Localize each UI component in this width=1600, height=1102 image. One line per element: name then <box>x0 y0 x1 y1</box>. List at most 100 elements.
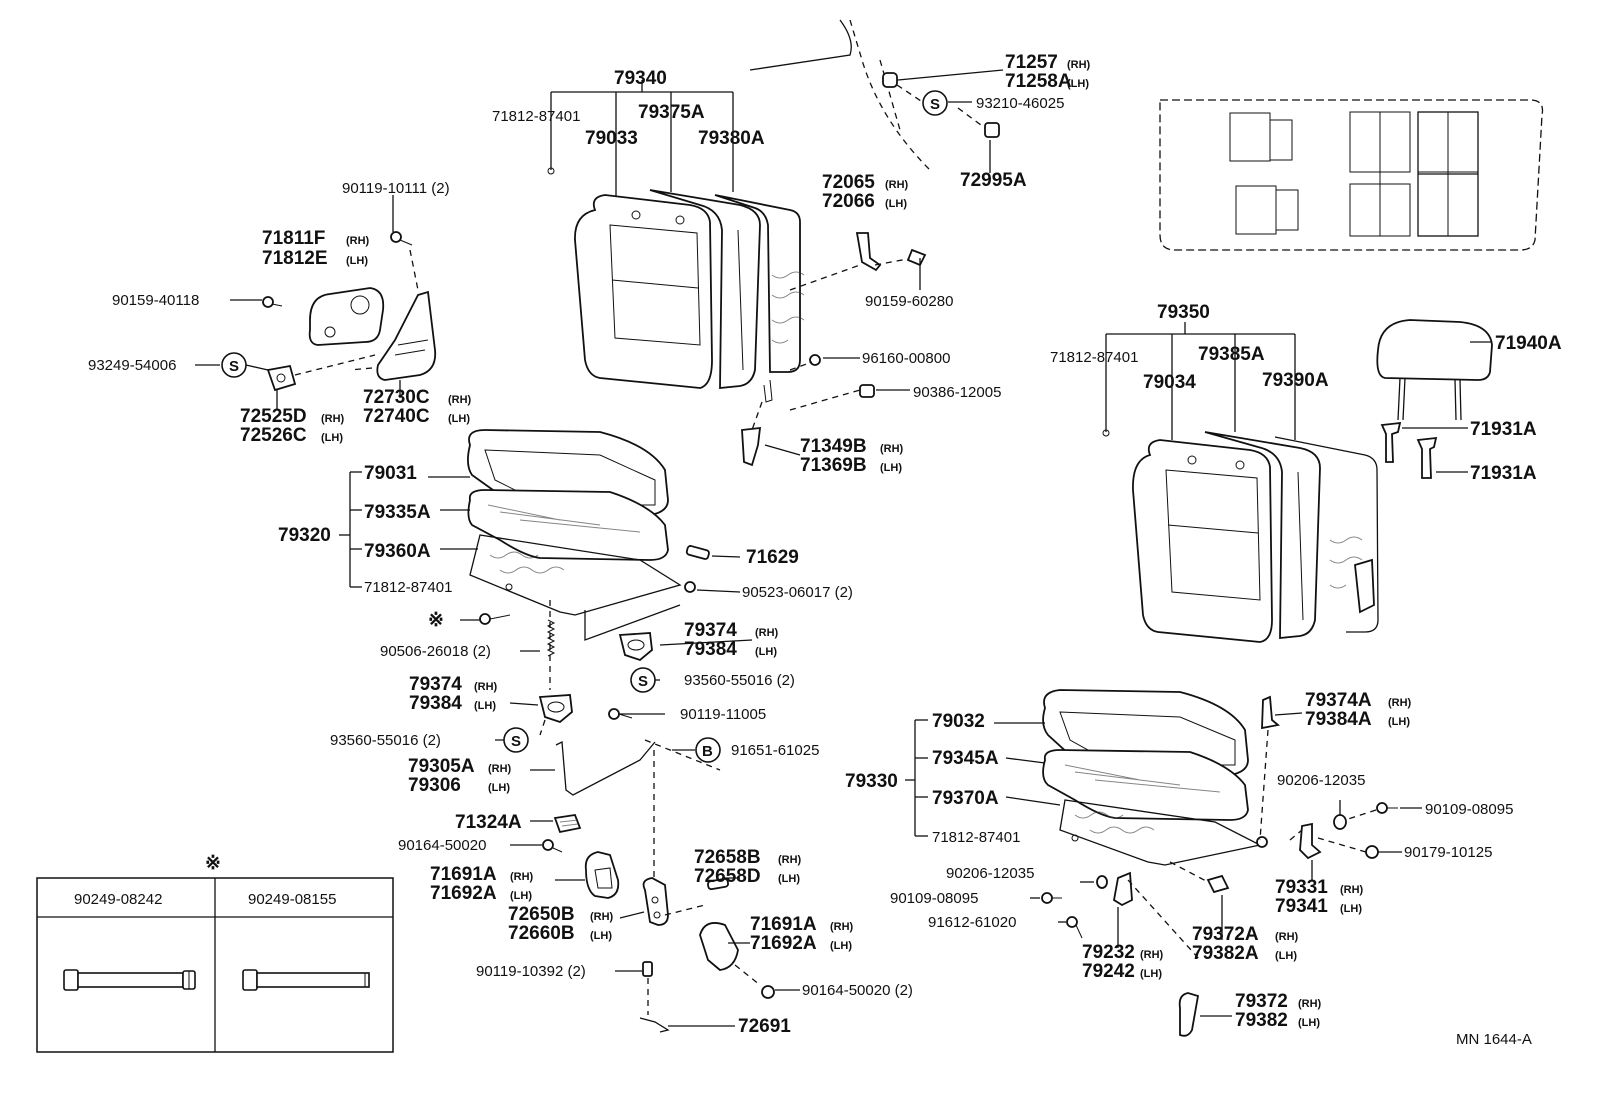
bolt-90109-b <box>1041 892 1062 904</box>
hinge-72065 <box>789 232 927 291</box>
label-71812E: 71812E <box>262 248 328 269</box>
fastener-72995A <box>957 107 1000 138</box>
label-72526C: 72526C <box>240 425 307 446</box>
label-79330: 79330 <box>845 771 898 792</box>
label-90164-50020-a: 90164-50020 <box>398 837 486 854</box>
recliner-72730C <box>349 290 437 381</box>
clip-71629 <box>685 545 710 560</box>
svg-text:S: S <box>229 358 239 375</box>
bolt-90164-a <box>542 839 563 853</box>
label-79370A: 79370A <box>932 788 999 809</box>
label-72740C: 72740C <box>363 406 430 427</box>
label-79374-b: 79374 <box>409 674 462 695</box>
label-71692A-b: 71692A <box>750 933 817 954</box>
knob-72525D <box>266 354 376 392</box>
label-96160-00800: 96160-00800 <box>862 350 950 367</box>
part-labels: 79340 71812-87401 79033 79375A 79380A 71… <box>88 52 1562 1037</box>
tag-rh: (RH) <box>346 235 370 247</box>
bolt-long-90249-08242 <box>63 969 196 991</box>
nut-90206-a <box>1333 814 1347 830</box>
label-72730C: 72730C <box>363 387 430 408</box>
tag-lh: (LH) <box>448 413 470 425</box>
label-91651-61025: 91651-61025 <box>731 742 819 759</box>
seatback-cover-79385A <box>1204 431 1321 639</box>
label-71629: 71629 <box>746 547 799 568</box>
nut-90523 <box>684 581 696 593</box>
label-79242: 79242 <box>1082 961 1135 982</box>
cap-79374-lower <box>538 694 573 736</box>
cover-71691A-b <box>699 922 761 986</box>
label-93210-46025: 93210-46025 <box>976 95 1064 112</box>
pin-72658B <box>707 877 729 891</box>
label-72658D: 72658D <box>694 866 761 887</box>
seat-cushion-cover-79345A <box>1042 749 1249 821</box>
label-71931A-a: 71931A <box>1470 419 1537 440</box>
bolt-91612 <box>1066 916 1083 939</box>
tag-rh: (RH) <box>755 627 779 639</box>
tag-rh: (RH) <box>778 854 802 866</box>
tag-lh: (LH) <box>510 890 532 902</box>
cap-79374-upper <box>618 632 653 662</box>
drawing-code: MN 1644-A <box>1456 1031 1532 1048</box>
label-79340: 79340 <box>614 68 667 89</box>
cover-79372 <box>1178 992 1200 1037</box>
tag-rh: (RH) <box>1298 998 1322 1010</box>
label-93560-55016-a: 93560-55016 (2) <box>684 672 795 689</box>
label-90159-60280: 90159-60280 <box>865 293 953 310</box>
tag-rh: (RH) <box>1067 59 1091 71</box>
symbol-s-93249: S <box>221 352 247 378</box>
seat-frame-79360A <box>469 534 682 641</box>
svg-text:S: S <box>930 96 940 113</box>
tag-lh: (LH) <box>346 255 368 267</box>
cover-79232 <box>1113 871 1201 961</box>
legend-col1-partno: 90249-08242 <box>74 891 162 908</box>
bolt-96160 <box>789 354 875 411</box>
label-90109-08095-a: 90109-08095 <box>1425 801 1513 818</box>
label-72660B: 72660B <box>508 923 575 944</box>
leader-lines <box>195 69 1492 1027</box>
legend-col2-partno: 90249-08155 <box>248 891 336 908</box>
label-79374A: 79374A <box>1305 690 1372 711</box>
label-93560-55016-b: 93560-55016 (2) <box>330 732 441 749</box>
label-71812-87401-d: 71812-87401 <box>932 829 1020 846</box>
label-71349B: 71349B <box>800 436 867 457</box>
label-79335A: 79335A <box>364 502 431 523</box>
tag-lh: (LH) <box>830 940 852 952</box>
label-90109-08095-b: 90109-08095 <box>890 890 978 907</box>
label-90206-12035-b: 90206-12035 <box>946 865 1034 882</box>
tag-lh: (LH) <box>488 782 510 794</box>
label-71691A-b: 71691A <box>750 914 817 935</box>
bolt-90109-a <box>1344 802 1398 821</box>
screw-90119-10111 <box>390 231 419 291</box>
tag-lh: (LH) <box>1340 903 1362 915</box>
cap-79372A <box>1169 861 1230 894</box>
label-79384-a: 79384 <box>684 639 737 660</box>
label-90119-11005: 90119-11005 <box>680 706 766 723</box>
label-90119-10111: 90119-10111 (2) <box>342 180 450 197</box>
label-79331: 79331 <box>1275 877 1328 898</box>
label-71258A: 71258A <box>1005 71 1072 92</box>
label-71324A: 71324A <box>455 812 522 833</box>
label-79306: 79306 <box>408 775 461 796</box>
symbol-s-93210: S <box>922 90 948 116</box>
tag-lh: (LH) <box>1140 968 1162 980</box>
bolt-90119-10392 <box>642 961 653 1015</box>
label-93249-54006: 93249-54006 <box>88 357 176 374</box>
label-71692A-a: 71692A <box>430 883 497 904</box>
label-79380A: 79380A <box>698 128 765 149</box>
spring-90506 <box>546 600 556 690</box>
tag-rh: (RH) <box>448 394 472 406</box>
label-72525D: 72525D <box>240 406 307 427</box>
label-79384-b: 79384 <box>409 693 462 714</box>
seatback-frame-79390A <box>1274 436 1379 633</box>
label-71812-87401-a: 71812-87401 <box>492 108 580 125</box>
label-72650B: 72650B <box>508 904 575 925</box>
label-79341: 79341 <box>1275 896 1328 917</box>
svg-text:B: B <box>702 743 713 760</box>
symbol-s-93560-b: S <box>503 727 529 753</box>
seatback-cushion-79034 <box>1132 439 1273 643</box>
tag-rh: (RH) <box>1388 697 1412 709</box>
lever-79305A <box>555 740 656 895</box>
